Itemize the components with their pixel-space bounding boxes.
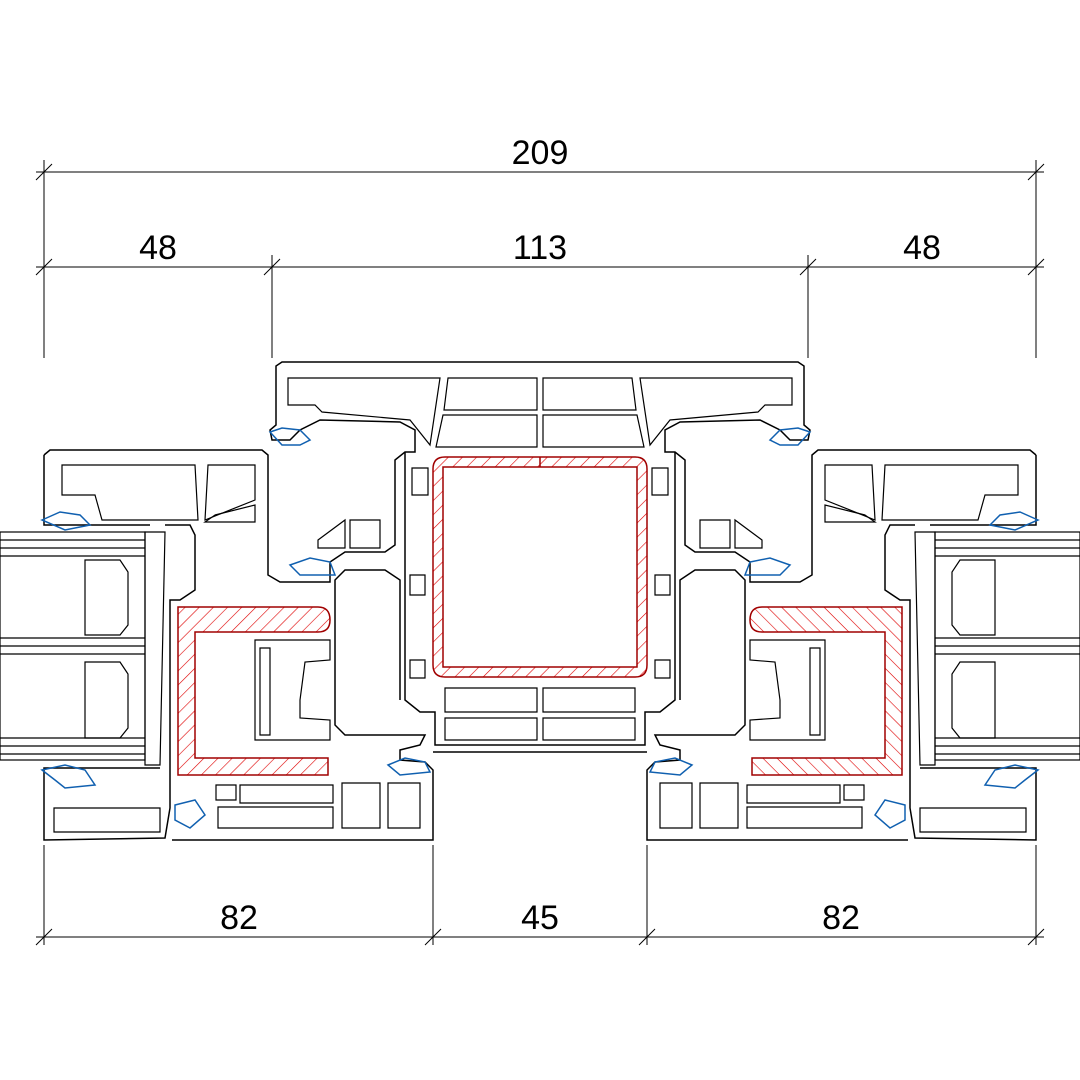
left-profile: [0, 361, 541, 841]
dimension-bottom-right: 82: [822, 899, 860, 937]
dimension-top-middle: 113: [513, 229, 567, 267]
dimension-lines: [35, 160, 1045, 946]
dimension-top-left: 48: [139, 229, 177, 267]
dimension-top-right: 48: [903, 229, 941, 267]
mullion-reinforcement: [432, 456, 648, 678]
dimension-bottom-left: 82: [220, 899, 258, 937]
dimension-bottom-middle: 45: [521, 899, 559, 937]
right-profile: [539, 361, 1080, 841]
dimension-total-width: 209: [512, 134, 569, 172]
